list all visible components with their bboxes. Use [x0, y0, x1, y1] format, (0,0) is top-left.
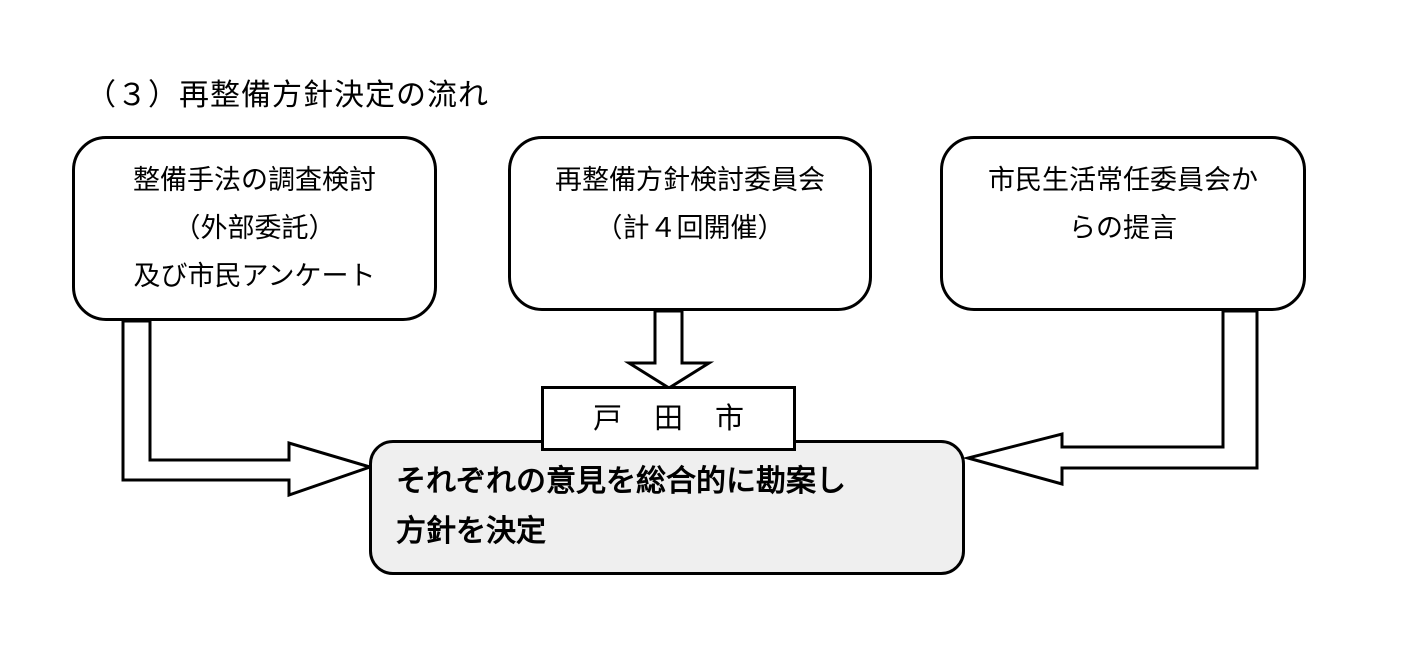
survey-box-line-3: 及び市民アンケート	[133, 261, 376, 292]
decision-line-2: 方針を決定	[396, 514, 546, 549]
proposal-box-line-2: らの提言	[1069, 213, 1177, 244]
city-label: 戸田市	[541, 386, 796, 451]
arrow-survey-to-decision	[121, 319, 375, 498]
survey-box-line-2: （外部委託）	[173, 213, 336, 244]
committee-box-line-1: 再整備方針検討委員会	[555, 165, 825, 196]
survey-box: 整備手法の調査検討 （外部委託） 及び市民アンケート	[72, 136, 437, 321]
committee-box-line-2: （計４回開催）	[595, 213, 785, 244]
proposal-box: 市民生活常任委員会か らの提言	[940, 136, 1306, 311]
survey-box-line-1: 整備手法の調査検討	[133, 165, 376, 196]
committee-box: 再整備方針検討委員会 （計４回開催）	[508, 136, 872, 311]
proposal-box-line-1: 市民生活常任委員会か	[988, 165, 1258, 196]
arrow-proposal-to-decision	[962, 309, 1259, 486]
arrow-committee-to-city	[623, 309, 715, 390]
diagram-title: （３）再整備方針決定の流れ	[86, 78, 489, 113]
decision-box: それぞれの意見を総合的に勘案し 方針を決定	[369, 440, 965, 575]
decision-line-1: それぞれの意見を総合的に勘案し	[396, 464, 846, 499]
